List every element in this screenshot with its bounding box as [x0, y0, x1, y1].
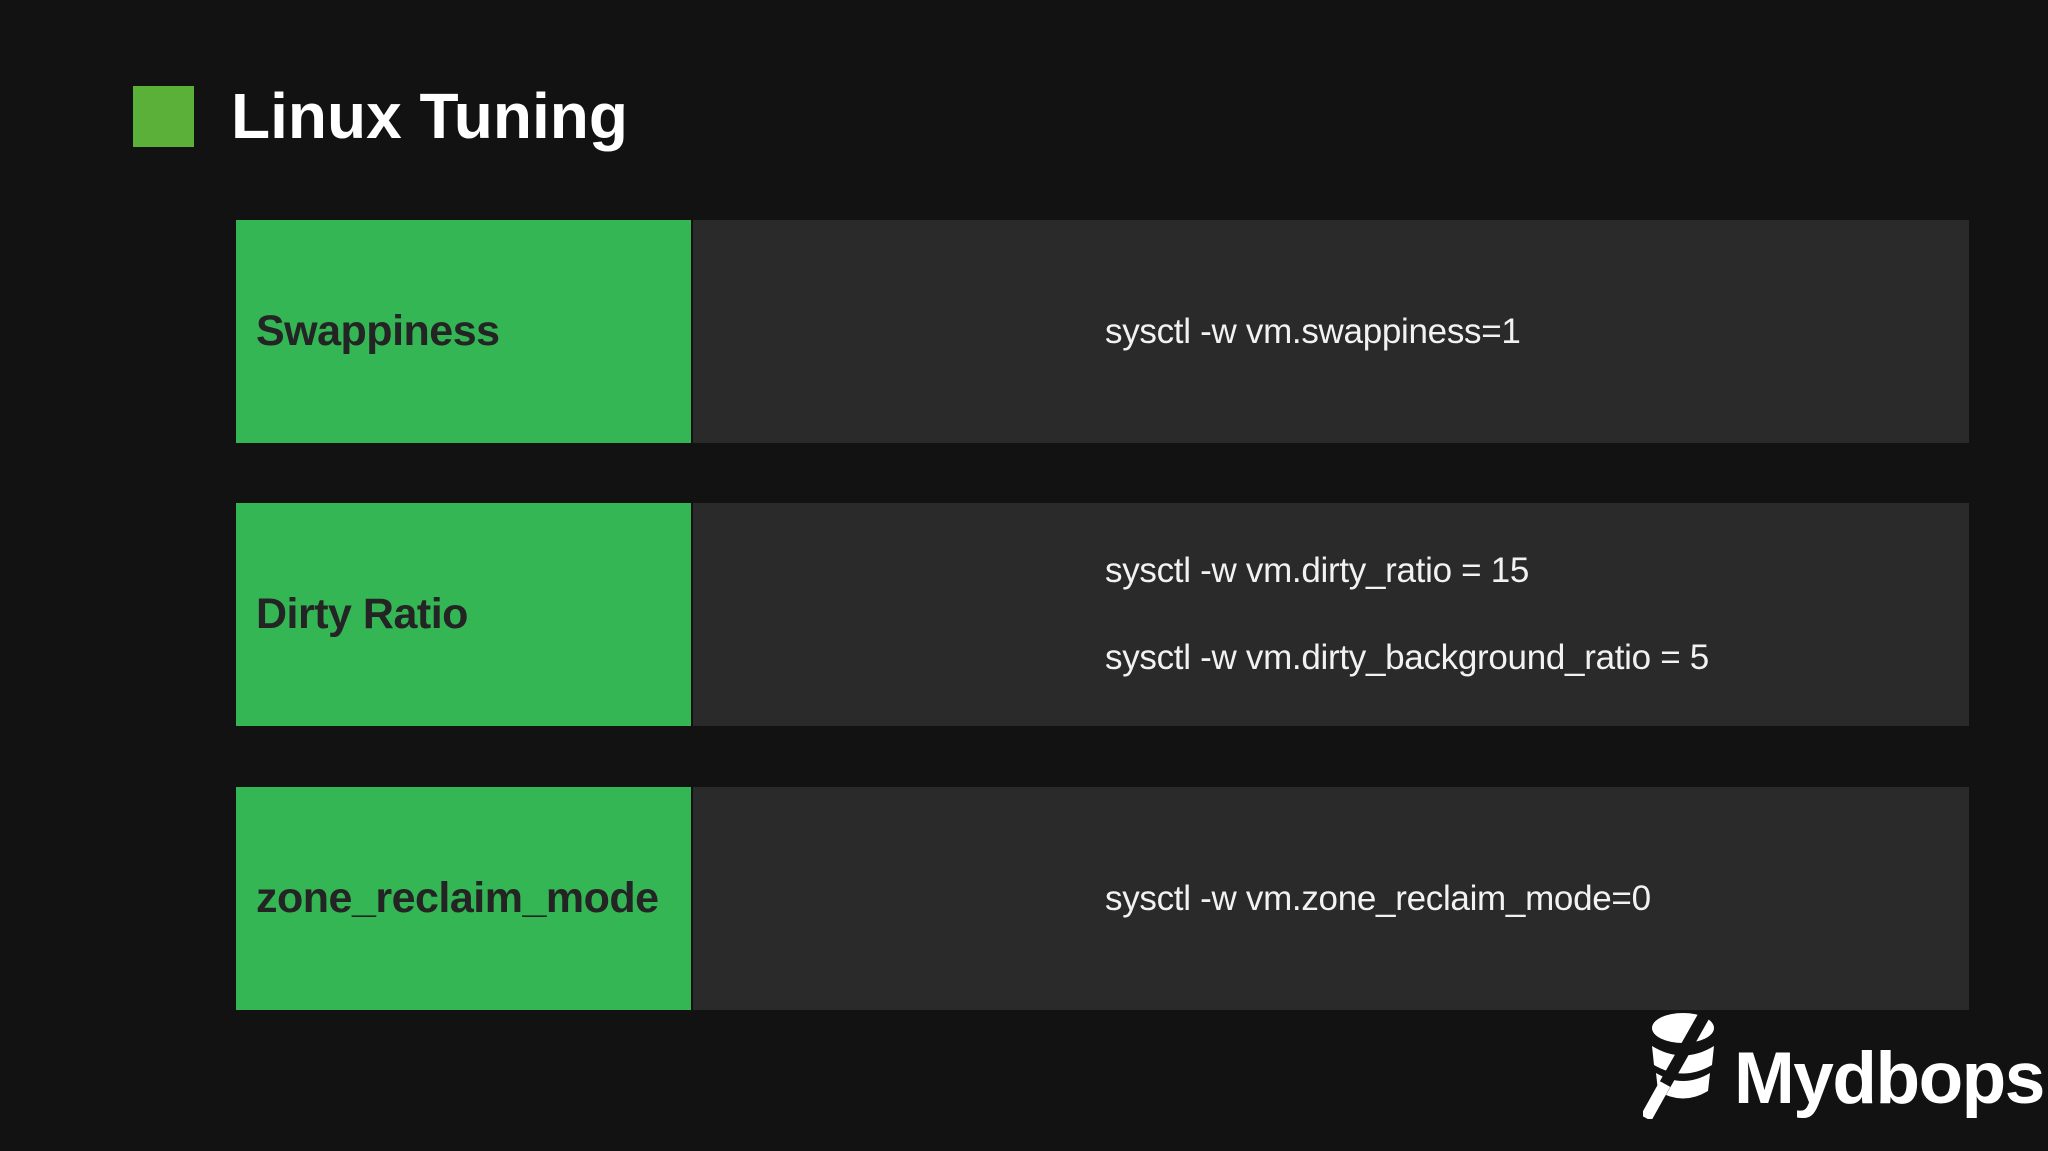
command-text: sysctl -w vm.swappiness=1 — [1105, 311, 1521, 351]
tuning-row-dirty-ratio: Dirty Ratio sysctl -w vm.dirty_ratio = 1… — [236, 503, 1969, 726]
row-label-box: Dirty Ratio — [236, 503, 691, 726]
row-label-box: zone_reclaim_mode — [236, 787, 691, 1010]
row-label: Swappiness — [256, 307, 500, 355]
database-slash-icon — [1643, 1011, 1714, 1119]
row-content-box: sysctl -w vm.zone_reclaim_mode=0 — [693, 787, 1969, 1010]
row-content-box: sysctl -w vm.swappiness=1 — [693, 220, 1969, 443]
tuning-row-swappiness: Swappiness sysctl -w vm.swappiness=1 — [236, 220, 1969, 443]
row-content-box: sysctl -w vm.dirty_ratio = 15 sysctl -w … — [693, 503, 1969, 726]
row-label: Dirty Ratio — [256, 590, 468, 638]
command-text: sysctl -w vm.zone_reclaim_mode=0 — [1105, 878, 1651, 918]
tuning-row-zone-reclaim-mode: zone_reclaim_mode sysctl -w vm.zone_recl… — [236, 787, 1969, 1010]
title-bullet-square — [133, 86, 194, 147]
command-text: sysctl -w vm.dirty_ratio = 15 — [1105, 551, 1530, 590]
row-label-box: Swappiness — [236, 220, 691, 443]
command-text: sysctl -w vm.dirty_background_ratio = 5 — [1105, 638, 1709, 677]
brand-name: Mydbops — [1734, 1038, 2045, 1119]
slide-title: Linux Tuning — [231, 80, 628, 152]
row-label: zone_reclaim_mode — [256, 874, 659, 922]
